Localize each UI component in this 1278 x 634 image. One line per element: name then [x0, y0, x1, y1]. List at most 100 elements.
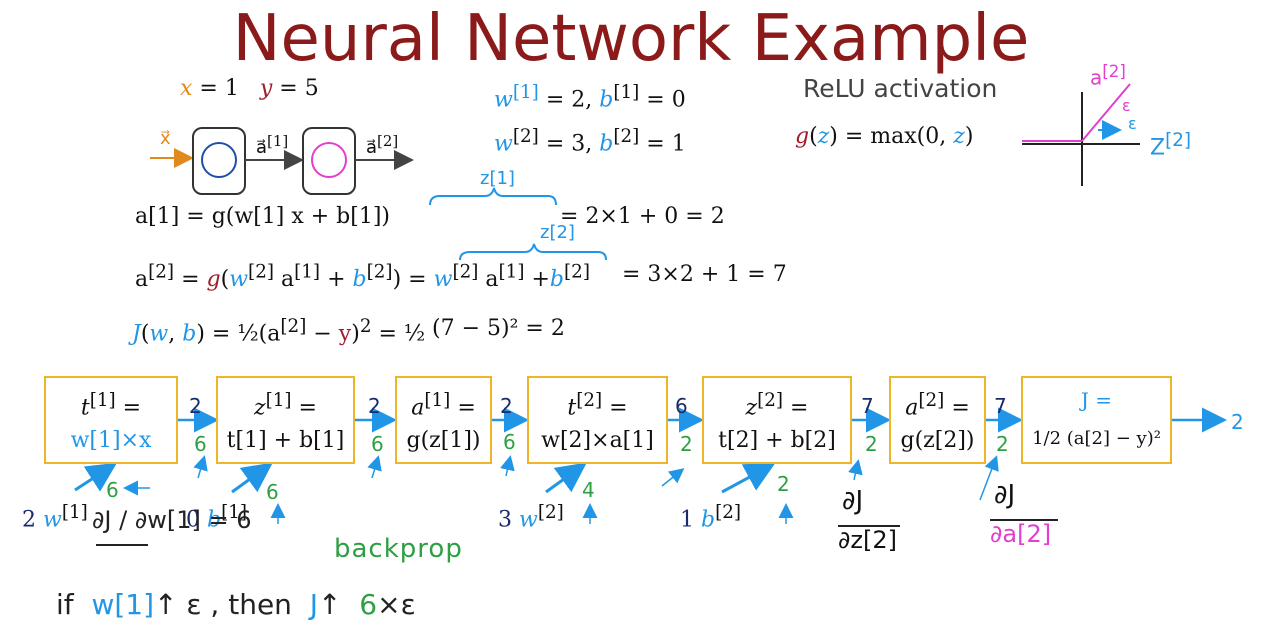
box-t1-sup: [1]: [89, 390, 116, 411]
relu-paren: (: [809, 124, 818, 149]
note-eps2: ×ε: [377, 588, 416, 621]
fwd-value-6: 7: [994, 394, 1007, 418]
w1-sup: [1]: [512, 82, 539, 103]
back-arrow-6: [979, 455, 999, 501]
back-arrow-1: [193, 455, 208, 479]
brace-z2: [459, 243, 607, 261]
eq3-rhs: (7 − 5)² = 2: [432, 316, 565, 341]
w2-sup: [2]: [512, 126, 539, 147]
param-input-w2: 3 w[2]: [498, 502, 564, 532]
grad-value-1: 6: [194, 432, 207, 456]
grad-value-3: 6: [503, 430, 516, 454]
plot-z2: Z: [1150, 135, 1166, 161]
box-z2-symbol: z: [745, 395, 758, 421]
fwd-value-4: 6: [675, 394, 688, 418]
graph-box-z2: z[2] = t[2] + b[2]: [702, 376, 852, 464]
box-t2-sup: [2]: [576, 390, 603, 411]
w2-symbol: w: [494, 131, 513, 157]
box-a1-sup: [1]: [424, 390, 451, 411]
b2-input-value: 1: [680, 507, 694, 533]
z1-brace-label: z[1]: [480, 168, 515, 189]
w1-input-sup: [1]: [61, 502, 88, 523]
note-if: if: [56, 588, 74, 621]
b2-input-sup: [2]: [715, 502, 742, 523]
x-value: = 1: [199, 76, 239, 101]
param-input-b1: 0 b[1]: [186, 502, 247, 532]
fwd-value-1: 2: [189, 394, 202, 418]
note-then: , then: [210, 588, 292, 621]
input-arrow-w1: [74, 462, 118, 492]
box-z1-eq: =: [291, 395, 317, 421]
relu-max: ) = max(0,: [829, 124, 947, 149]
input-arrow-b1: [231, 462, 273, 494]
w1-value: = 2,: [545, 87, 593, 113]
grad-value-4: 2: [680, 432, 693, 456]
g-symbol: g: [795, 124, 810, 149]
box-t1-eq: =: [115, 395, 142, 421]
b2-symbol: b: [599, 131, 614, 157]
graph-box-a1: a[1] = g(z[1]): [395, 376, 492, 464]
back-arrow-5: [848, 459, 863, 481]
note-J: J: [309, 588, 318, 621]
box-t1-top: t[1] =: [46, 390, 176, 420]
box-z1-top: z[1] =: [218, 390, 353, 420]
box-a1-symbol: a: [411, 395, 425, 421]
b1-grad: 6: [266, 480, 279, 504]
box-a2-symbol: a: [905, 395, 919, 421]
net-a2-label: a⃗[2]: [366, 132, 398, 158]
layer1-box: [192, 127, 246, 195]
box-J-top: J =: [1080, 388, 1113, 412]
plot-eps-blue: ε: [1128, 114, 1137, 133]
a1-vec-sup: [1]: [267, 132, 289, 150]
b1-input-name: b: [207, 507, 222, 533]
back-arrow-4: [661, 468, 685, 487]
layer2-neuron: [311, 142, 347, 178]
note-up: ↑: [318, 588, 342, 621]
input-arrow-w2: [545, 462, 587, 494]
b2-input-name: b: [701, 507, 716, 533]
box-z1-symbol: z: [254, 395, 266, 421]
box-t2-eq: =: [602, 395, 628, 421]
b1-input-sup: [1]: [221, 502, 248, 523]
activation-label: ReLU activation: [803, 74, 998, 103]
grad-value-5: 2: [865, 432, 878, 456]
a1-vec: a⃗: [256, 137, 268, 158]
note-6: 6: [359, 588, 378, 621]
graph-box-t1: t[1] = w[1]×x: [44, 376, 178, 464]
w1-grad: 6: [106, 478, 119, 502]
z-symbol-2: z: [953, 124, 965, 149]
box-z2-eq: =: [783, 395, 809, 421]
relu-close: ): [964, 124, 974, 149]
net-x-label: x⃗: [160, 128, 171, 149]
input-arrow-b2: [721, 463, 776, 494]
b2-sup: [2]: [613, 126, 640, 147]
dJ-da2-numerator: ∂J: [994, 480, 1016, 510]
box-a2-sup: [2]: [918, 390, 945, 411]
b1-value: = 0: [646, 87, 686, 113]
back-arrow-2: [367, 455, 382, 479]
box-a1-bottom: g(z[1]): [406, 428, 481, 453]
w1-input-value: 2: [22, 507, 36, 533]
z2-brace-label: z[2]: [540, 222, 575, 243]
graph-box-t2: t[2] = w[2]×a[1]: [527, 376, 668, 464]
box-z2-bottom: t[2] + b[2]: [718, 428, 836, 453]
box-a2-eq: =: [944, 395, 970, 421]
plot-eps-magenta: ε: [1122, 96, 1131, 115]
box-a2-bottom: g(z[2]): [900, 428, 975, 453]
eq2-rhs: = 3×2 + 1 = 7: [622, 262, 787, 287]
w1-input-name: w: [43, 507, 62, 533]
y-value: = 5: [279, 76, 319, 101]
box-t1-symbol: t: [80, 395, 90, 421]
plot-a2: a: [1090, 65, 1103, 90]
dJ-dw1-note: ∂J / ∂w[1] = 6: [92, 506, 252, 534]
dJ-dw1-text: ∂J / ∂w[1] = 6: [92, 506, 252, 534]
layer1-neuron: [201, 142, 237, 178]
note-eps1: ↑ ε: [154, 588, 202, 621]
w1-symbol: w: [494, 87, 513, 113]
box-t2-symbol: t: [567, 395, 577, 421]
grad-value-6: 2: [996, 432, 1009, 456]
b2-value: = 1: [646, 131, 686, 157]
a2-vec-sup: [2]: [377, 132, 399, 150]
plot-a2-label: a[2]: [1090, 62, 1126, 90]
